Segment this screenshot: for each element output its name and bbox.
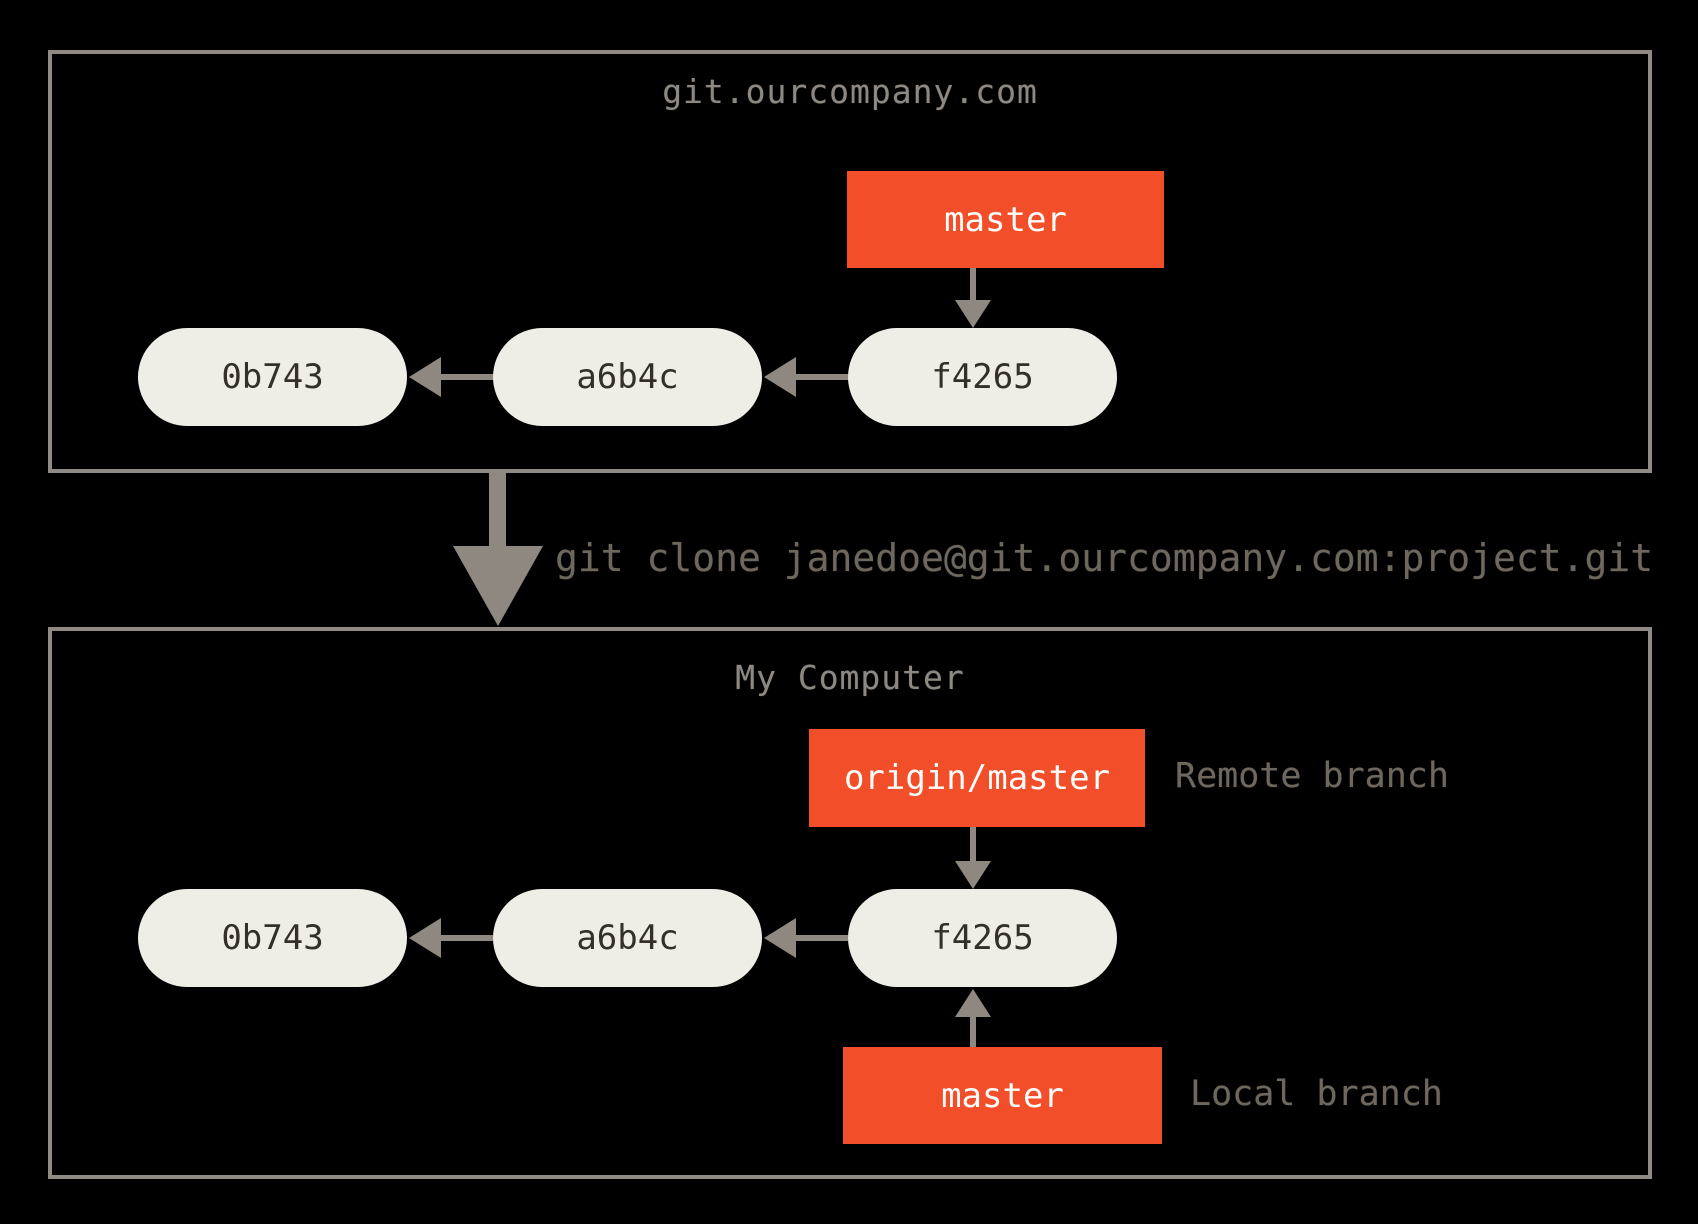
remote-server-title: git.ourcompany.com — [662, 72, 1038, 111]
clone-arrowhead-icon — [453, 546, 543, 626]
clone-command-text: git clone janedoe@git.ourcompany.com:pro… — [555, 536, 1654, 580]
remote-commit-node-2: a6b4c — [493, 328, 762, 426]
local-commit-node-3: f4265 — [848, 889, 1117, 987]
local-parent-arrow-shaft-1 — [439, 935, 493, 941]
remote-master-branch-label: master — [847, 171, 1164, 268]
clone-arrow-shaft — [489, 473, 506, 548]
local-commit-node-1: 0b743 — [138, 889, 407, 987]
remote-commit-node-3: f4265 — [848, 328, 1117, 426]
local-master-arrowhead-icon — [955, 989, 991, 1017]
local-master-arrow-shaft — [970, 1015, 976, 1047]
remote-parent-arrow-shaft-1 — [439, 374, 493, 380]
local-computer-box — [48, 627, 1652, 1179]
local-computer-title: My Computer — [735, 658, 965, 697]
local-branch-caption: Local branch — [1190, 1074, 1443, 1114]
local-parent-arrow-shaft-2 — [794, 935, 848, 941]
origin-master-arrow-shaft — [970, 827, 976, 863]
origin-master-branch-label: origin/master — [809, 729, 1145, 827]
local-commit-node-2: a6b4c — [493, 889, 762, 987]
remote-master-arrow-shaft — [970, 268, 976, 302]
remote-parent-arrowhead-2-icon — [764, 357, 796, 397]
remote-parent-arrowhead-1-icon — [409, 357, 441, 397]
local-parent-arrowhead-2-icon — [764, 918, 796, 958]
local-master-branch-label: master — [843, 1047, 1162, 1144]
local-parent-arrowhead-1-icon — [409, 918, 441, 958]
remote-server-box — [48, 50, 1652, 473]
origin-master-arrowhead-icon — [955, 861, 991, 889]
remote-parent-arrow-shaft-2 — [794, 374, 848, 380]
remote-master-arrowhead-icon — [955, 300, 991, 328]
remote-commit-node-1: 0b743 — [138, 328, 407, 426]
remote-branch-caption: Remote branch — [1175, 756, 1449, 796]
